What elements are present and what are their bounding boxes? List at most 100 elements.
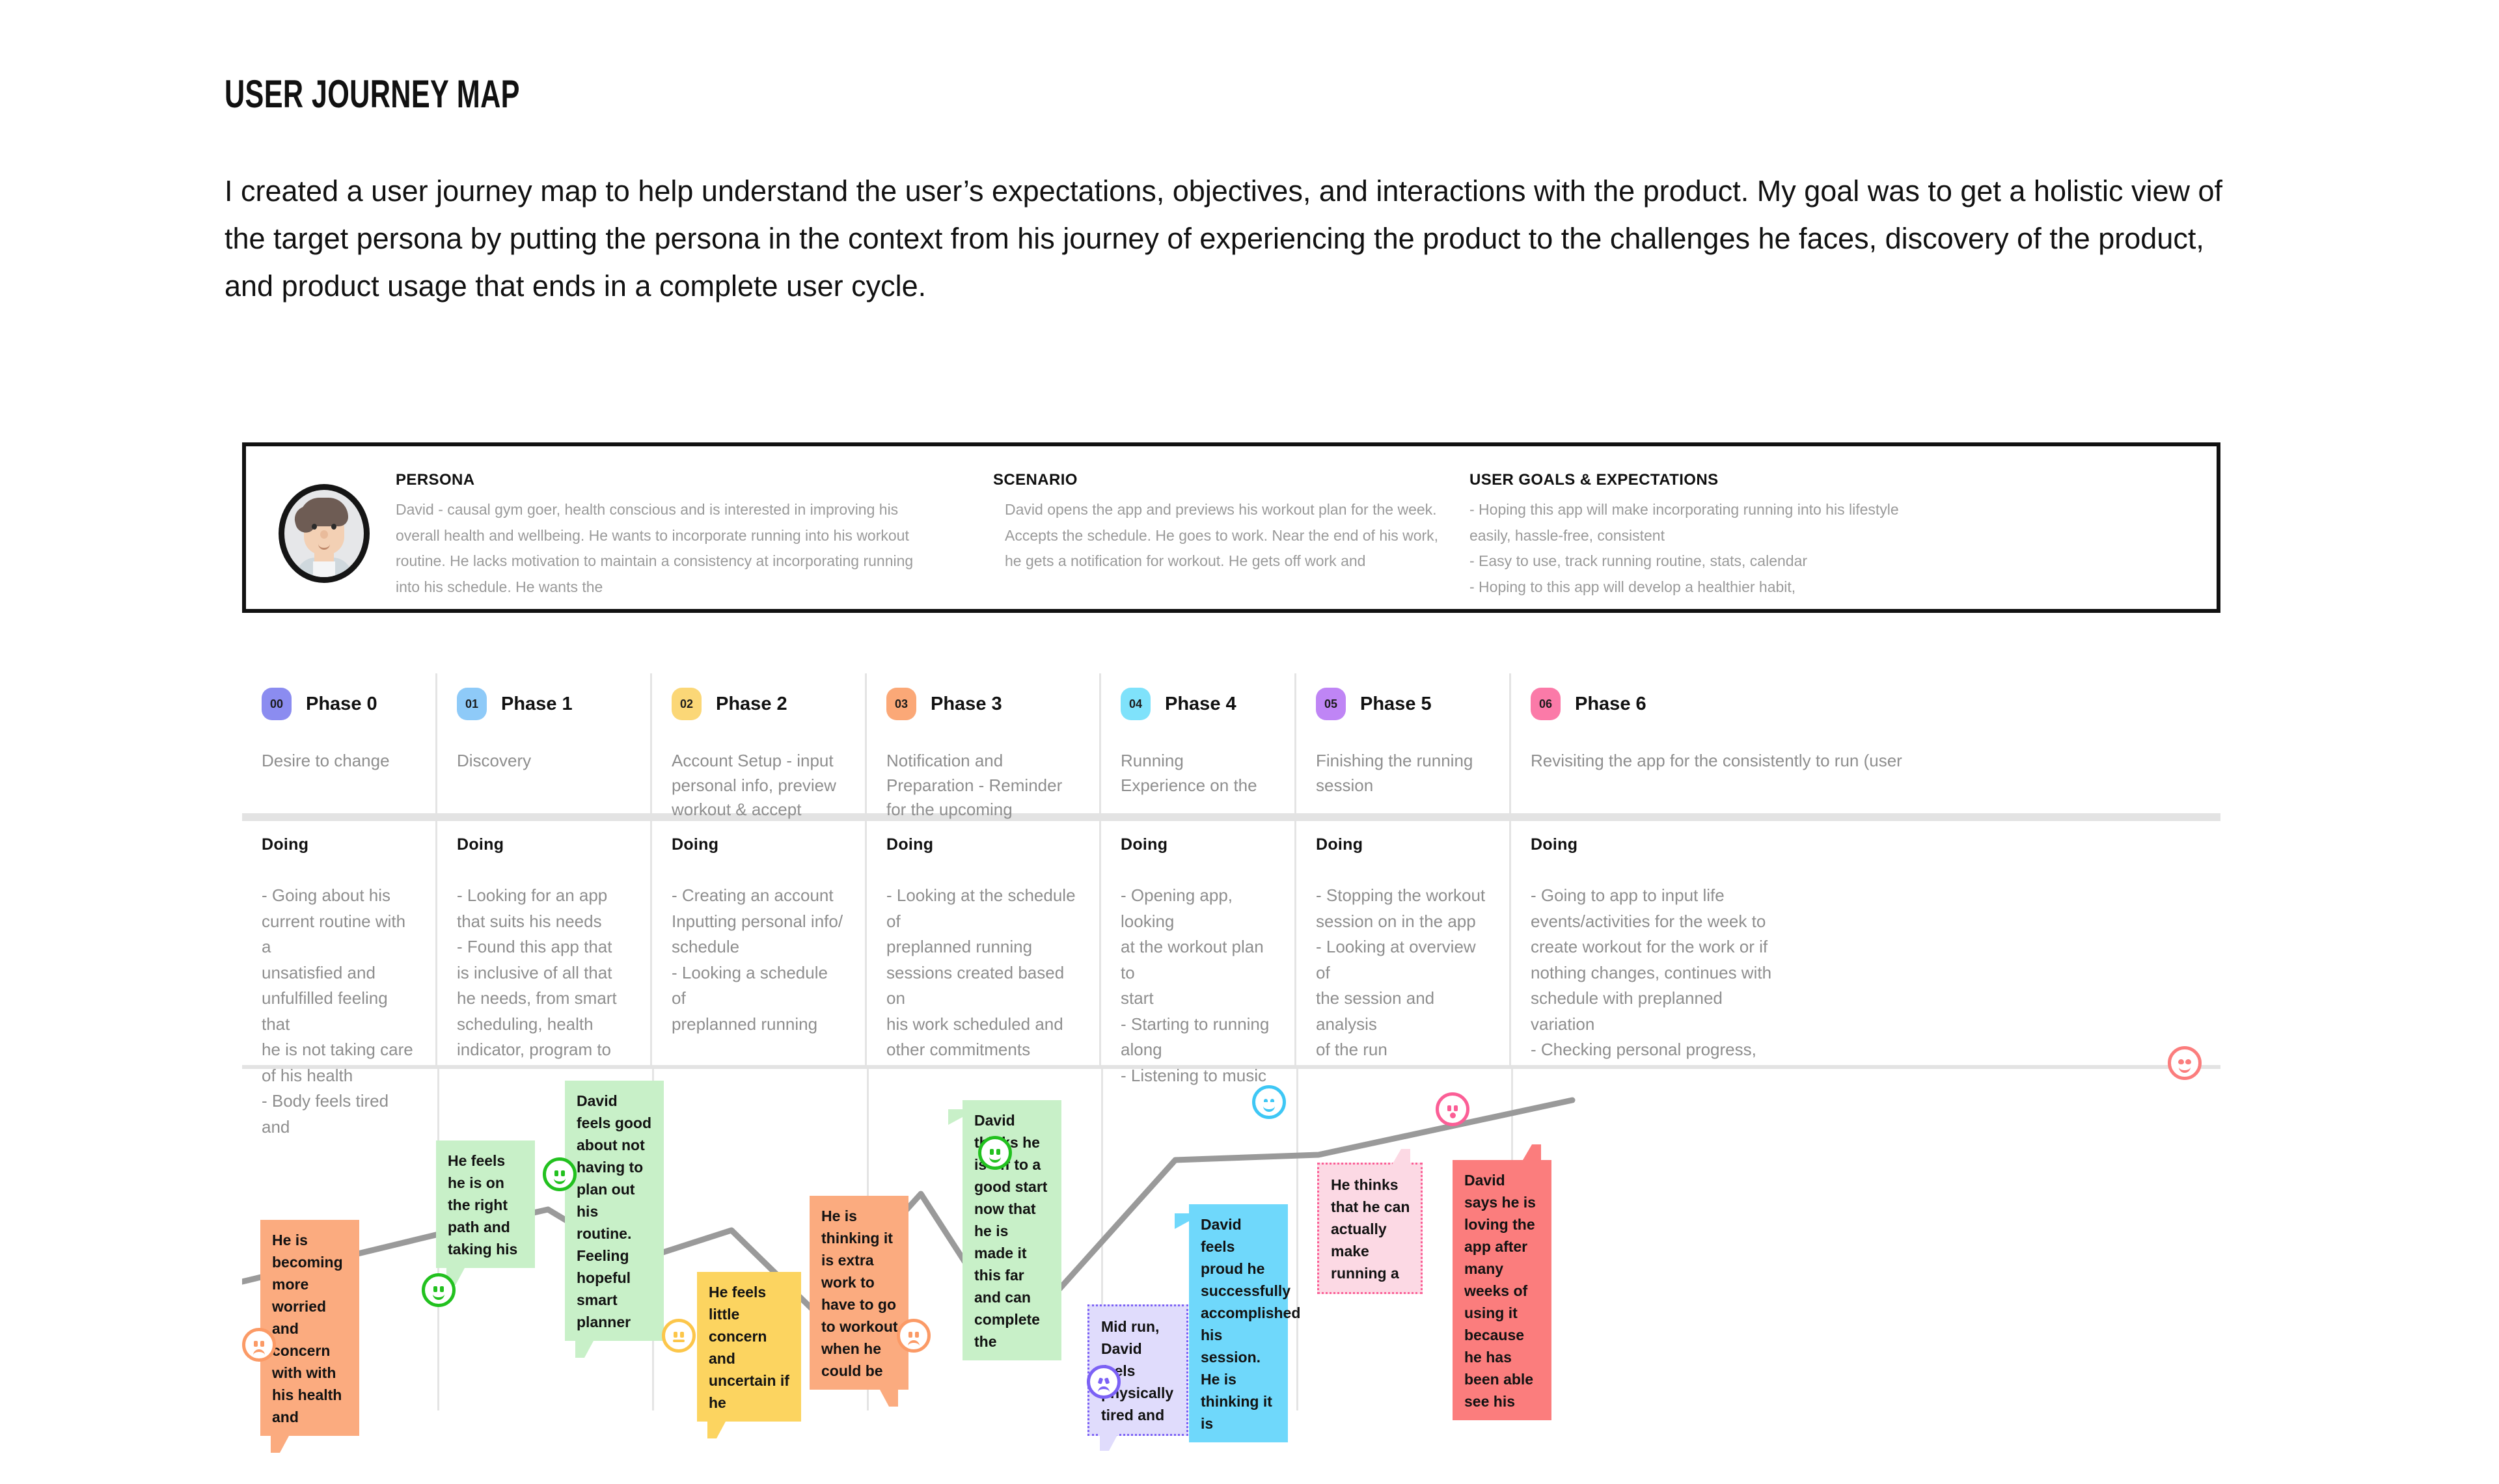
emotion-happy-icon [1252,1085,1286,1119]
mouth [673,1340,685,1342]
sticky-note[interactable]: He is thinking it is extra work to have … [810,1196,908,1407]
doing-cell-6: Doing- Going to app to input life events… [1511,821,2220,1065]
phase-title: Phase 2 [716,693,787,714]
eye-right [680,1332,684,1338]
phase-description: Finishing the running session [1316,751,1473,795]
doing-cell-3: Doing - Looking at the schedule of prepla… [867,821,1101,1065]
sticky-note-tail [1523,1144,1541,1160]
mouth [1098,1386,1110,1396]
eye-left [990,1149,994,1155]
sticky-note[interactable]: David feels good about not having to pla… [565,1081,664,1358]
goals-column: USER GOALS & EXPECTATIONS - Hoping this … [1469,471,1912,600]
eye-right [260,1341,264,1347]
phase-description: Discovery [457,751,532,770]
doing-label: Doing [262,835,309,854]
sticky-note-tail [880,1390,898,1407]
phase-description: Running Experience on the [1121,751,1257,795]
emotion-smile-icon [543,1157,577,1191]
sticky-note[interactable]: David feels proud he successfully accomp… [1175,1204,1300,1443]
intro-paragraph: I created a user journey map to help und… [225,174,2223,303]
sticky-note-tail [1175,1213,1189,1229]
emotion-angry-icon [1087,1365,1121,1399]
eye-right [915,1332,919,1338]
sticky-note[interactable]: He feels little concern and uncertain if… [697,1272,801,1439]
phase-title: Phase 6 [1575,693,1646,714]
doing-cell-2: Doing- Creating an account Inputting per… [652,821,867,1065]
goals-heading: USER GOALS & EXPECTATIONS [1469,471,1719,489]
eye-left [2178,1059,2184,1064]
phase-title: Phase 5 [1360,693,1432,714]
mouth [989,1153,1001,1163]
avatar [279,484,370,583]
row-divider [242,813,2220,821]
phase-number-badge: 01 [457,688,487,720]
emotion-neutral-icon [662,1319,696,1353]
phase-title: Phase 1 [501,693,573,714]
doing-text: - Looking at the schedule of preplanned … [886,885,1076,1060]
sticky-note[interactable]: David thinks he is off to a good start n… [948,1100,1061,1361]
doing-text: - Looking for an app that suits his need… [457,885,617,1060]
sticky-note[interactable]: He feels he is on the right path and tak… [436,1140,535,1286]
scenario-heading: SCENARIO [993,471,1078,489]
mouth [433,1291,444,1300]
emotion-sad-icon [897,1319,931,1353]
sticky-note-text: He is thinking it is extra work to have … [821,1207,898,1380]
persona-body: David - causal gym goer, health consciou… [396,501,914,595]
mouth [1450,1113,1456,1118]
doing-row: Doing - Going about his current routine w… [242,821,2220,1137]
sticky-note-text: He feels he is on the right path and tak… [448,1152,518,1258]
eye-left [1097,1377,1104,1384]
sticky-note[interactable]: David says he is loving the app after ma… [1453,1144,1551,1421]
doing-label: Doing [672,835,719,854]
mouth [1263,1103,1275,1112]
sticky-note-text: He feels little concern and uncertain if… [709,1284,789,1412]
doing-cell-1: Doing- Looking for an app that suits his… [437,821,652,1065]
column-divider [1296,1069,1298,1410]
persona-heading: PERSONA [396,471,475,489]
doing-text: - Opening app, looking at the workout pl… [1121,885,1270,1085]
sticky-note-text: David thinks he is off to a good start n… [974,1112,1048,1351]
sticky-note-text: David feels good about not having to pla… [577,1092,652,1331]
doing-cell-0: Doing - Going about his current routine w… [242,821,437,1137]
scenario-body: David opens the app and previews his wor… [1005,501,1439,570]
sticky-note-text: David says he is loving the app after ma… [1464,1172,1536,1410]
mouth [253,1349,265,1358]
sticky-note[interactable]: He is becoming more worried and concern … [260,1220,359,1453]
sticky-note-tail [1392,1149,1410,1165]
doing-label: Doing [1531,835,1578,854]
persona-band: PERSONA David - causal gym goer, health … [242,442,2220,613]
emotion-sad-icon [242,1328,276,1362]
sticky-note[interactable]: He thinks that he can actually make runn… [1317,1149,1423,1295]
doing-text: - Going about his current routine with a… [262,885,413,1137]
mouth [554,1175,566,1184]
phase-number-badge: 04 [1121,688,1151,720]
eye-right [996,1149,1000,1155]
emotion-smile-icon [978,1136,1012,1170]
eye-left [908,1332,912,1338]
emotion-wow-icon [1436,1092,1469,1126]
eye-right [1104,1377,1110,1384]
phase-description: Desire to change [262,751,390,770]
doing-label: Doing [886,835,934,854]
page-title: USER JOURNEY MAP [225,72,520,116]
emotion-love-icon [2168,1046,2202,1080]
phase-description: Revisiting the app for the consistently … [1531,751,1902,770]
phase-header-1[interactable]: 01 Phase 1 Discovery [437,673,652,813]
eye-right [440,1286,444,1292]
phase-description: Notification and Preparation - Reminder … [886,751,1063,820]
scenario-column: SCENARIO David opens the app and preview… [993,471,1449,574]
eye-right [1270,1099,1274,1102]
sticky-note-tail [575,1341,594,1358]
sticky-note-text: He is becoming more worried and concern … [272,1232,343,1426]
doing-cell-5: Doing- Stopping the workout session on i… [1296,821,1511,1065]
sticky-note-tail [707,1422,726,1439]
phase-title: Phase 0 [306,693,377,714]
mouth [908,1340,920,1349]
